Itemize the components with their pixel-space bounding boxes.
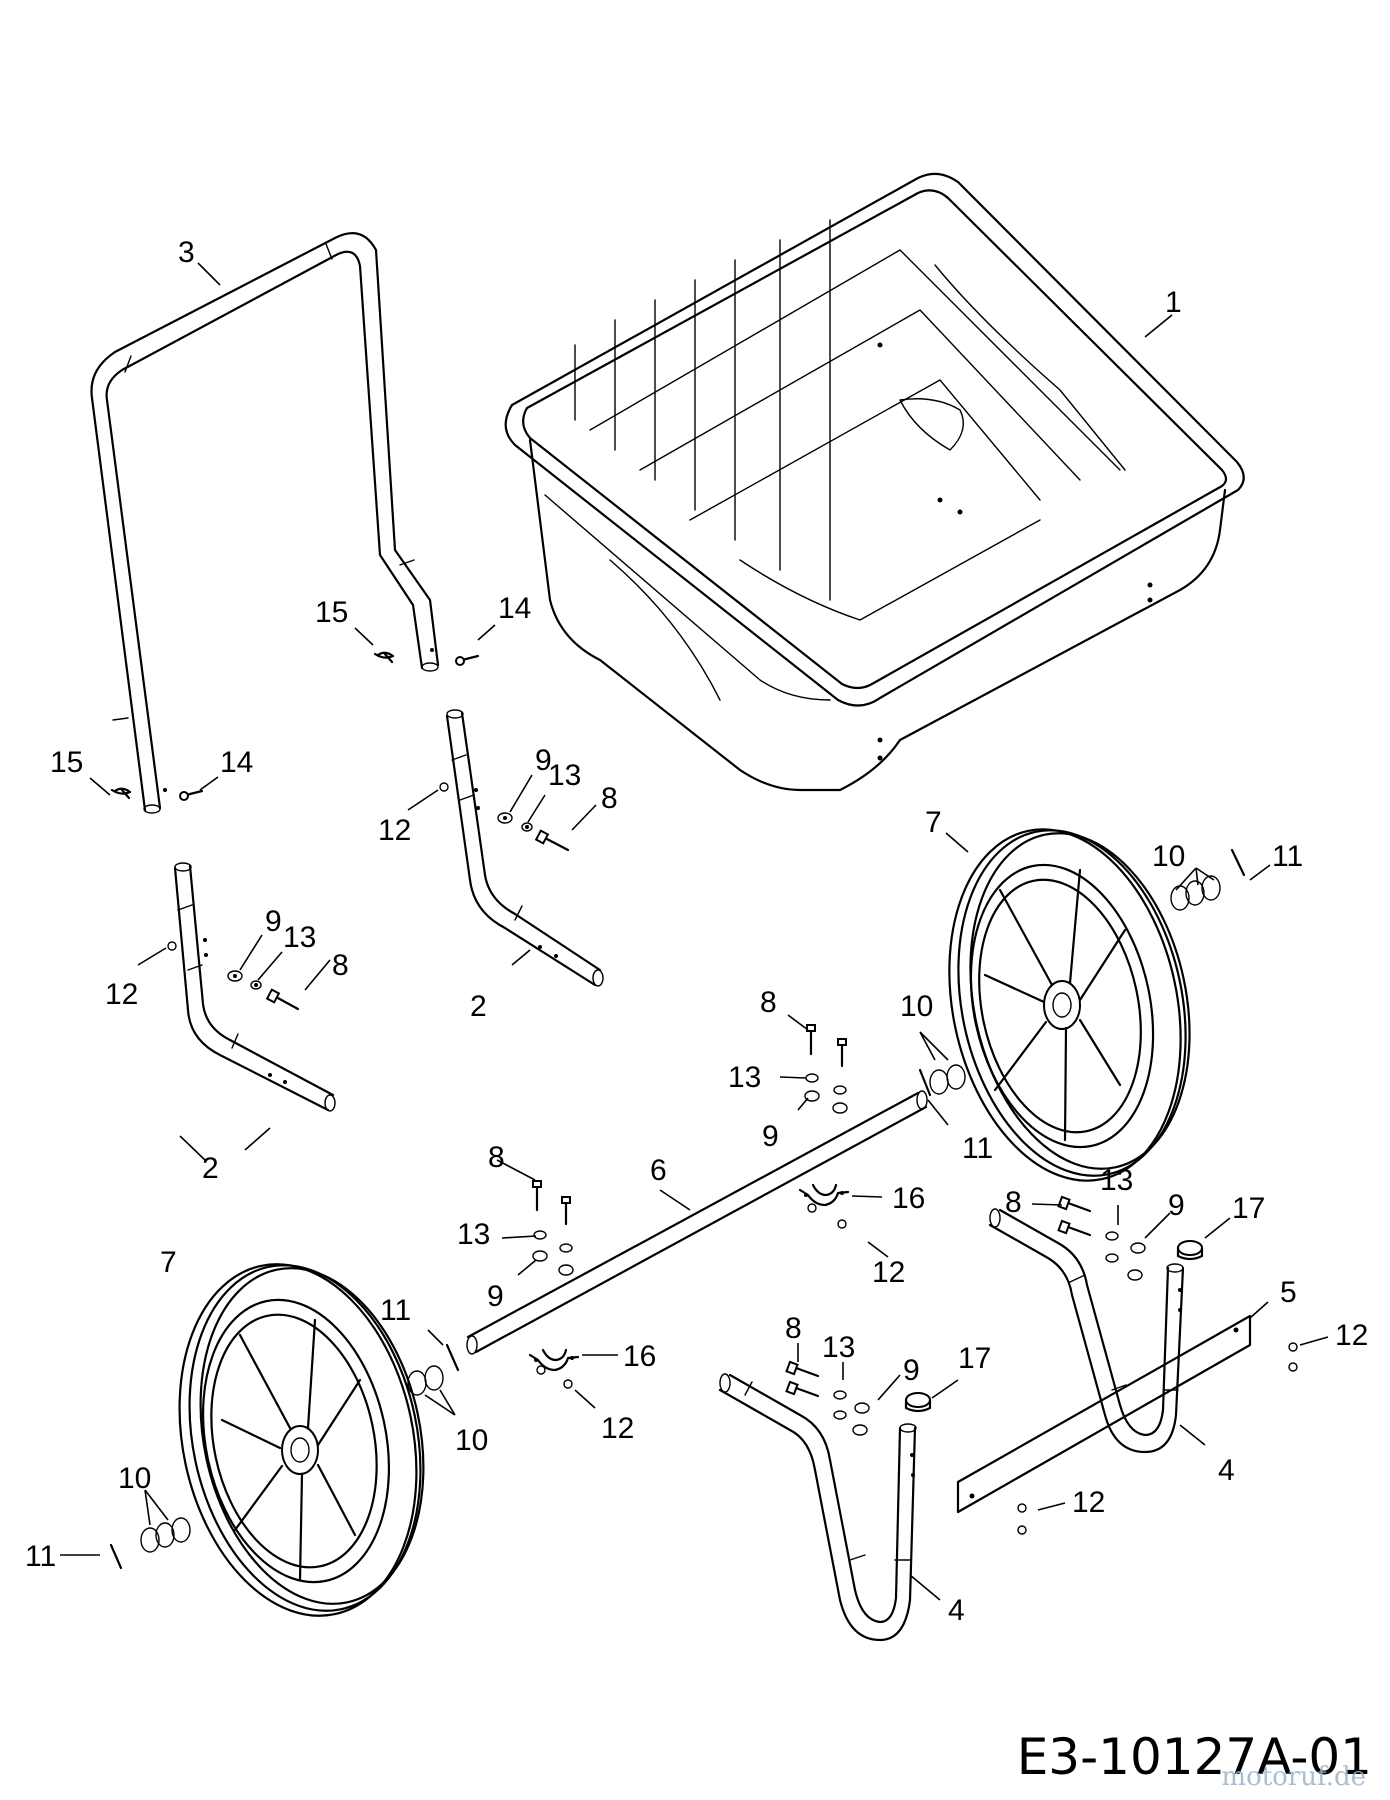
- callout-7: 7: [925, 806, 942, 839]
- callout-11: 11: [380, 1294, 411, 1327]
- callout-13: 13: [728, 1061, 761, 1094]
- callout-13: 13: [457, 1218, 490, 1251]
- callout-12: 12: [601, 1412, 634, 1445]
- callout-10: 10: [900, 990, 933, 1023]
- part-7-wheel-right: [948, 828, 1191, 1182]
- callout-10: 10: [1152, 840, 1185, 873]
- callout-8: 8: [488, 1141, 505, 1174]
- callout-9: 9: [265, 905, 282, 938]
- hardware-hair-pin-clips: [110, 651, 395, 800]
- part-7-wheel-left: [178, 1263, 425, 1617]
- callout-9: 9: [762, 1120, 779, 1153]
- callout-12: 12: [105, 978, 138, 1011]
- callout-12: 12: [1072, 1486, 1105, 1519]
- callout-9: 9: [903, 1354, 920, 1387]
- part-5-brace-plate: [956, 1314, 1252, 1514]
- hardware-washers: [140, 812, 1221, 1553]
- callout-10: 10: [455, 1424, 488, 1457]
- callout-17: 17: [958, 1342, 991, 1375]
- part-16-clamp-lower: [528, 1348, 580, 1372]
- callout-8: 8: [601, 782, 618, 815]
- callout-17: 17: [1232, 1192, 1265, 1225]
- callout-8: 8: [1005, 1186, 1022, 1219]
- callout-13: 13: [548, 759, 581, 792]
- callout-16: 16: [892, 1182, 925, 1215]
- hardware-bolts: [265, 829, 1092, 1398]
- leader-lines: [60, 262, 1329, 1601]
- callout-16: 16: [623, 1340, 656, 1373]
- callout-10: 10: [118, 1462, 151, 1495]
- part-1-tub: [504, 172, 1245, 792]
- hardware-cotter-pins: [109, 848, 1246, 1570]
- callout-14: 14: [498, 592, 531, 625]
- callout-14: 14: [220, 746, 253, 779]
- callout-2: 2: [470, 990, 487, 1023]
- part-4-frame-top: [988, 1208, 1185, 1454]
- callout-8: 8: [332, 949, 349, 982]
- watermark-logo: motoruf.de: [1221, 1762, 1366, 1792]
- callout-9: 9: [1168, 1189, 1185, 1222]
- callout-15: 15: [50, 746, 83, 779]
- callout-12: 12: [378, 814, 411, 847]
- hardware-clevis-pins: [179, 654, 480, 801]
- part-17-cap-lower: [904, 1392, 932, 1413]
- callout-4: 4: [948, 1594, 965, 1627]
- part-17-cap-upper: [1176, 1240, 1204, 1261]
- callout-11: 11: [25, 1540, 56, 1573]
- callout-1: 1: [1165, 286, 1182, 319]
- part-2-leg-right: [445, 709, 604, 987]
- callout-12: 12: [1335, 1319, 1368, 1352]
- callout-labels: 1 3 15 14 15 14 12 9 13 8 2 12 9 13 8 2 …: [25, 236, 1368, 1627]
- callout-15: 15: [315, 596, 348, 629]
- hardware-nuts: [167, 782, 1298, 1535]
- callout-4: 4: [1218, 1454, 1235, 1487]
- callout-12: 12: [872, 1256, 905, 1289]
- callout-2: 2: [202, 1152, 219, 1185]
- callout-8: 8: [760, 986, 777, 1019]
- part-4-frame-bottom: [718, 1373, 917, 1642]
- callout-13: 13: [1100, 1164, 1133, 1197]
- callout-13: 13: [822, 1331, 855, 1364]
- callout-7: 7: [160, 1246, 177, 1279]
- callout-3: 3: [178, 236, 195, 269]
- callout-8: 8: [785, 1312, 802, 1345]
- callout-6: 6: [650, 1154, 667, 1187]
- callout-11: 11: [1272, 840, 1303, 873]
- callout-13: 13: [283, 921, 316, 954]
- diagram-code: E3-10127A-01: [1016, 1728, 1372, 1786]
- part-6-axle: [466, 1090, 928, 1355]
- callout-11: 11: [962, 1132, 993, 1165]
- callout-5: 5: [1280, 1276, 1297, 1309]
- part-3-handle: [90, 232, 440, 814]
- callout-9: 9: [535, 744, 552, 777]
- part-2-leg-left: [173, 862, 336, 1112]
- callout-9: 9: [487, 1280, 504, 1313]
- part-16-clamp-upper: [798, 1183, 850, 1207]
